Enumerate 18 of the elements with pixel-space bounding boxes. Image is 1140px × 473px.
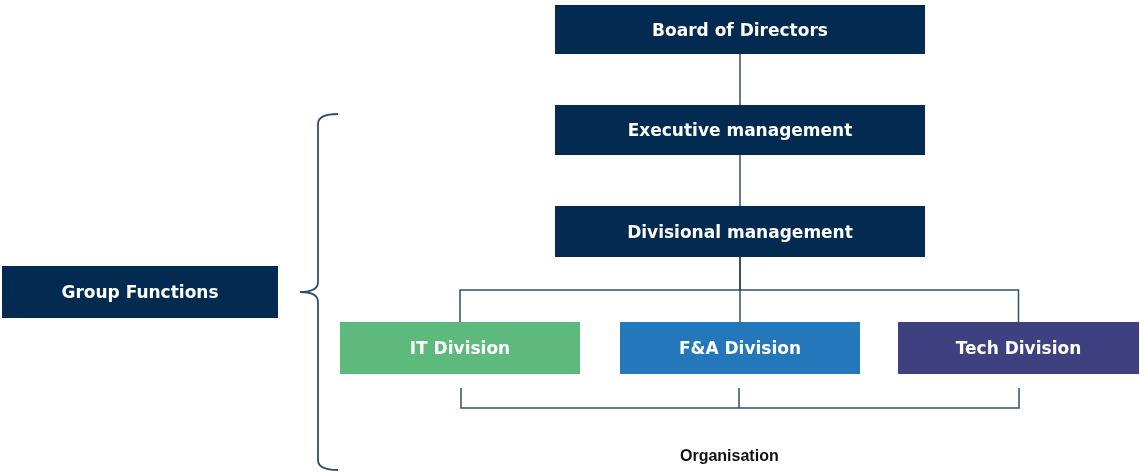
box-label: Tech Division: [955, 338, 1082, 358]
org-box: [898, 322, 1139, 374]
connector-line: [739, 154, 741, 207]
box-label: F&A Division: [678, 338, 802, 358]
org-box: [340, 322, 580, 374]
box-label: Board of Directors: [652, 19, 828, 40]
org-box: [620, 322, 860, 374]
box-label: IT Division: [409, 338, 511, 358]
org-box: [555, 206, 925, 257]
box-label: Executive management: [627, 120, 853, 140]
connector-line: [739, 256, 1020, 323]
org-box: [555, 105, 925, 155]
org-box: [2, 266, 278, 318]
connector-line: [739, 53, 741, 106]
box-label: Divisional management: [627, 221, 853, 242]
box-label: Group Functions: [61, 282, 219, 302]
org-box: [555, 5, 925, 54]
group-label: Organisation: [680, 447, 779, 465]
